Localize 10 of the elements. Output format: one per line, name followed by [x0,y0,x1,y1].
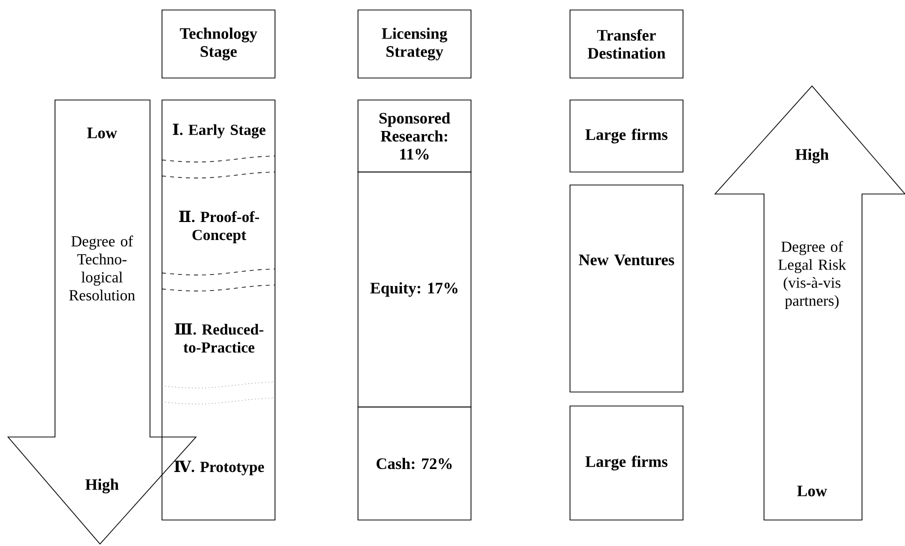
destination-box: Large firms [570,406,684,520]
stage-column: Ⅰ. Early Stage Ⅱ. Proof-of- Concept Ⅲ. Reduced- to-Practice Ⅳ. Prototype [162,100,276,520]
destination-box: New Ventures [570,184,684,392]
strategy-box: Equity: 17% [358,172,472,408]
destination-box: Large firms [570,100,684,172]
strategy-box: Cash: 72% [358,406,472,520]
column-header: Transfer Destination [570,10,684,78]
strategy-box: Sponsored Research: 11% [358,100,472,172]
column-header: Licensing Strategy [358,10,472,78]
column-header: Technology Stage [162,10,276,78]
